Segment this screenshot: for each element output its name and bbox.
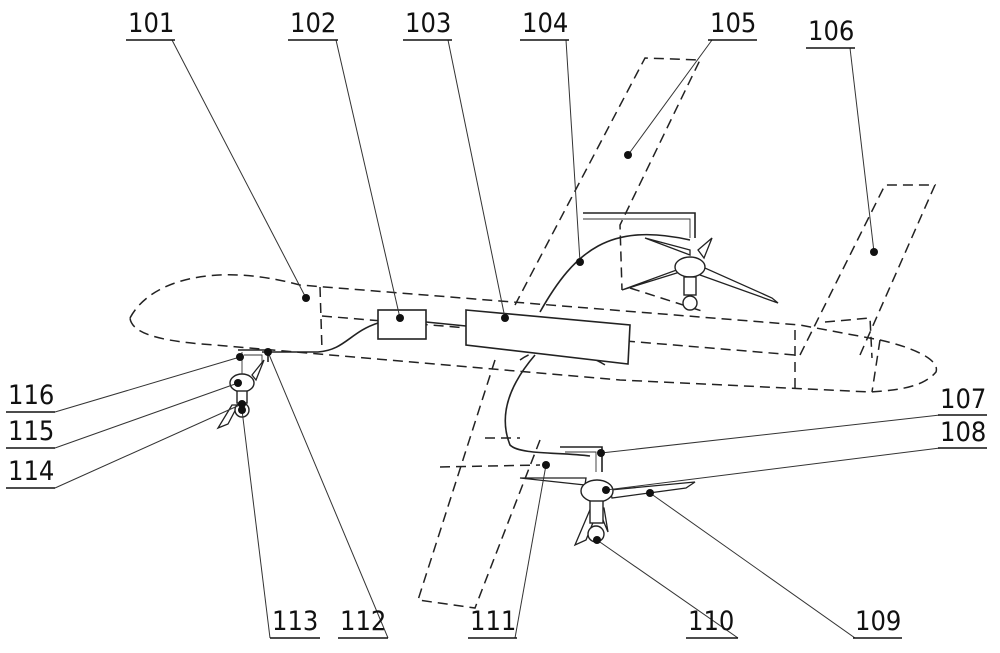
label-107: 107 bbox=[940, 384, 986, 415]
label-105: 105 bbox=[710, 8, 756, 39]
fuselage bbox=[129, 274, 938, 393]
leader-lines bbox=[54, 39, 941, 639]
tail-fin bbox=[799, 184, 937, 359]
upper-wing bbox=[514, 57, 706, 313]
label-102: 102 bbox=[290, 8, 336, 39]
label-103: 103 bbox=[405, 8, 451, 39]
rotor-upper-right bbox=[583, 212, 779, 311]
leader-dots bbox=[234, 151, 878, 544]
label-108: 108 bbox=[940, 417, 986, 448]
reference-labels: 101 102 103 104 105 106 107 108 109 110 … bbox=[6, 8, 987, 639]
label-116: 116 bbox=[8, 380, 54, 411]
label-104: 104 bbox=[522, 8, 568, 39]
cables bbox=[262, 233, 691, 457]
label-111: 111 bbox=[470, 606, 516, 637]
label-106: 106 bbox=[808, 16, 854, 47]
label-115: 115 bbox=[8, 416, 54, 447]
label-101: 101 bbox=[128, 8, 174, 39]
label-110: 110 bbox=[688, 606, 734, 637]
label-114: 114 bbox=[8, 456, 54, 487]
label-113: 113 bbox=[272, 606, 318, 637]
battery-box-103 bbox=[465, 309, 631, 365]
control-box-102 bbox=[377, 309, 427, 340]
label-109: 109 bbox=[855, 606, 901, 637]
label-112: 112 bbox=[340, 606, 386, 637]
